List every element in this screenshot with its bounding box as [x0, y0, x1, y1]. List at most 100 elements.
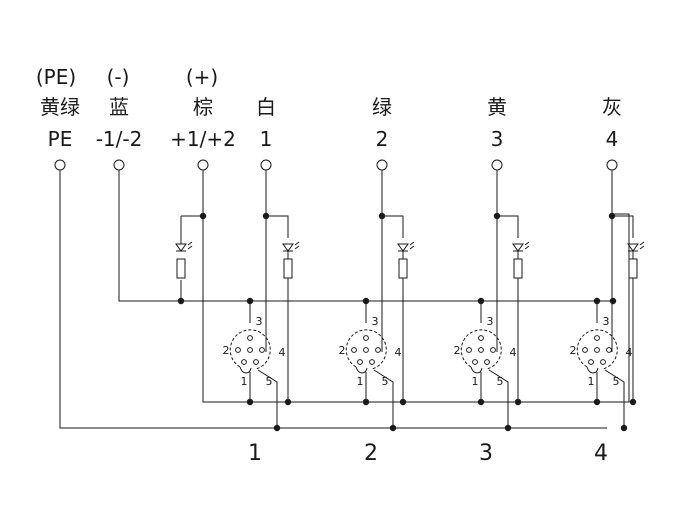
pin-label-4-2: 2 — [570, 344, 577, 357]
pin-hole-3-4 — [484, 359, 490, 365]
junction-4-1 — [593, 297, 601, 305]
neg-label: -1/-2 — [96, 127, 143, 151]
pin-label-1-3: 3 — [256, 315, 263, 328]
terminal-pos — [197, 159, 209, 171]
junction-2-4 — [389, 424, 397, 432]
pos-bus — [202, 170, 630, 403]
junction-2-2 — [362, 398, 370, 406]
pin-hole-1-5 — [247, 347, 253, 353]
ch2-color: 绿 — [372, 95, 392, 119]
pin-hole-2-0 — [363, 335, 369, 341]
pin-hole-4-0 — [594, 335, 600, 341]
pin-label-1-5: 5 — [266, 375, 273, 388]
pin-hole-2-5 — [363, 347, 369, 353]
ch3-label: 3 — [491, 127, 504, 151]
neg-bus — [118, 170, 613, 302]
pin-hole-4-1 — [582, 347, 588, 353]
pos-color: 棕 — [193, 95, 213, 119]
terminal-ch4 — [606, 159, 618, 171]
led-rays-4 — [639, 241, 645, 250]
terminal-pe — [54, 159, 66, 171]
pin-label-4-1: 1 — [588, 375, 595, 388]
resistor-0 — [176, 258, 186, 279]
pin-hole-4-3 — [588, 359, 594, 365]
pin5-wire-3 — [488, 369, 509, 428]
pin5-wire-4 — [604, 369, 625, 428]
pos-label: +1/+2 — [170, 127, 236, 151]
led-4 — [627, 243, 639, 252]
pe-color: 黄绿 — [40, 95, 80, 119]
junction-4-3 — [629, 398, 637, 406]
resistor-3 — [513, 258, 523, 279]
pin-label-2-4: 4 — [395, 346, 402, 359]
junction-1-2 — [246, 398, 254, 406]
ch3-color: 黄 — [487, 95, 507, 119]
wiring — [59, 170, 630, 429]
connector-body-4 — [576, 329, 618, 370]
pin-label-1-1: 1 — [241, 375, 248, 388]
port-number-1: 1 — [248, 441, 262, 466]
pos-indicator — [175, 212, 617, 305]
connector-key-4 — [586, 366, 599, 374]
ch2-label: 2 — [376, 127, 389, 151]
led-2 — [397, 243, 409, 252]
connector-body-1 — [229, 329, 271, 370]
channels — [175, 170, 645, 432]
neg-color: 蓝 — [109, 95, 129, 119]
led-1 — [282, 243, 294, 252]
led-3 — [512, 243, 524, 252]
junction-1-1 — [246, 297, 254, 305]
terminal-ch3 — [491, 159, 503, 171]
led-branch-3 — [497, 215, 519, 238]
pin-hole-3-2 — [490, 347, 496, 353]
ch1-color: 白 — [256, 95, 276, 119]
junction-4-2 — [593, 398, 601, 406]
connector-body-2 — [345, 329, 387, 370]
pin-label-4-3: 3 — [603, 315, 610, 328]
terminal-ch1 — [260, 159, 272, 171]
neg-polarity: (-) — [107, 65, 130, 89]
pin-hole-1-4 — [253, 359, 259, 365]
pin5-wire-2 — [373, 369, 394, 428]
connector-body-3 — [460, 329, 502, 370]
pin-hole-3-1 — [466, 347, 472, 353]
pin-label-3-4: 4 — [510, 346, 517, 359]
port-number-4: 4 — [594, 441, 608, 466]
junction-1-4 — [273, 424, 281, 432]
resistor-1 — [283, 258, 293, 279]
junction-1-0 — [262, 212, 270, 220]
pin-hole-4-2 — [606, 347, 612, 353]
channel-2 — [362, 170, 415, 432]
pin-label-3-2: 2 — [454, 344, 461, 357]
pin-hole-2-4 — [369, 359, 375, 365]
channel-4 — [593, 170, 645, 432]
pin-label-1-2: 2 — [223, 344, 230, 357]
pe-label: PE — [48, 127, 73, 151]
pin-label-4-4: 4 — [626, 346, 633, 359]
junction-neg-end — [609, 297, 617, 305]
junction-3-4 — [504, 424, 512, 432]
pin-hole-1-1 — [235, 347, 241, 353]
junction-1-3 — [284, 398, 292, 406]
ch4-label: 4 — [606, 127, 619, 151]
pin-label-2-1: 1 — [357, 375, 364, 388]
terminal-labels: (PE) (-) (+) 黄绿 蓝 棕 白 绿 黄 灰 PE -1/-2 +1/… — [36, 65, 622, 151]
pin-label-1-4: 4 — [279, 346, 286, 359]
pin-hole-3-0 — [478, 335, 484, 341]
led-rays-3 — [524, 241, 530, 250]
pe-wire — [59, 170, 607, 429]
connector-key-3 — [470, 366, 483, 374]
pin-label-2-3: 3 — [372, 315, 379, 328]
junction-2-3 — [399, 398, 407, 406]
terminal-neg — [113, 159, 125, 171]
pin-label-3-5: 5 — [497, 375, 504, 388]
pin-hole-4-4 — [600, 359, 606, 365]
pin-hole-2-2 — [375, 347, 381, 353]
pin5-wire-1 — [257, 369, 278, 428]
pin-label-3-1: 1 — [472, 375, 479, 388]
pin-hole-1-3 — [241, 359, 247, 365]
